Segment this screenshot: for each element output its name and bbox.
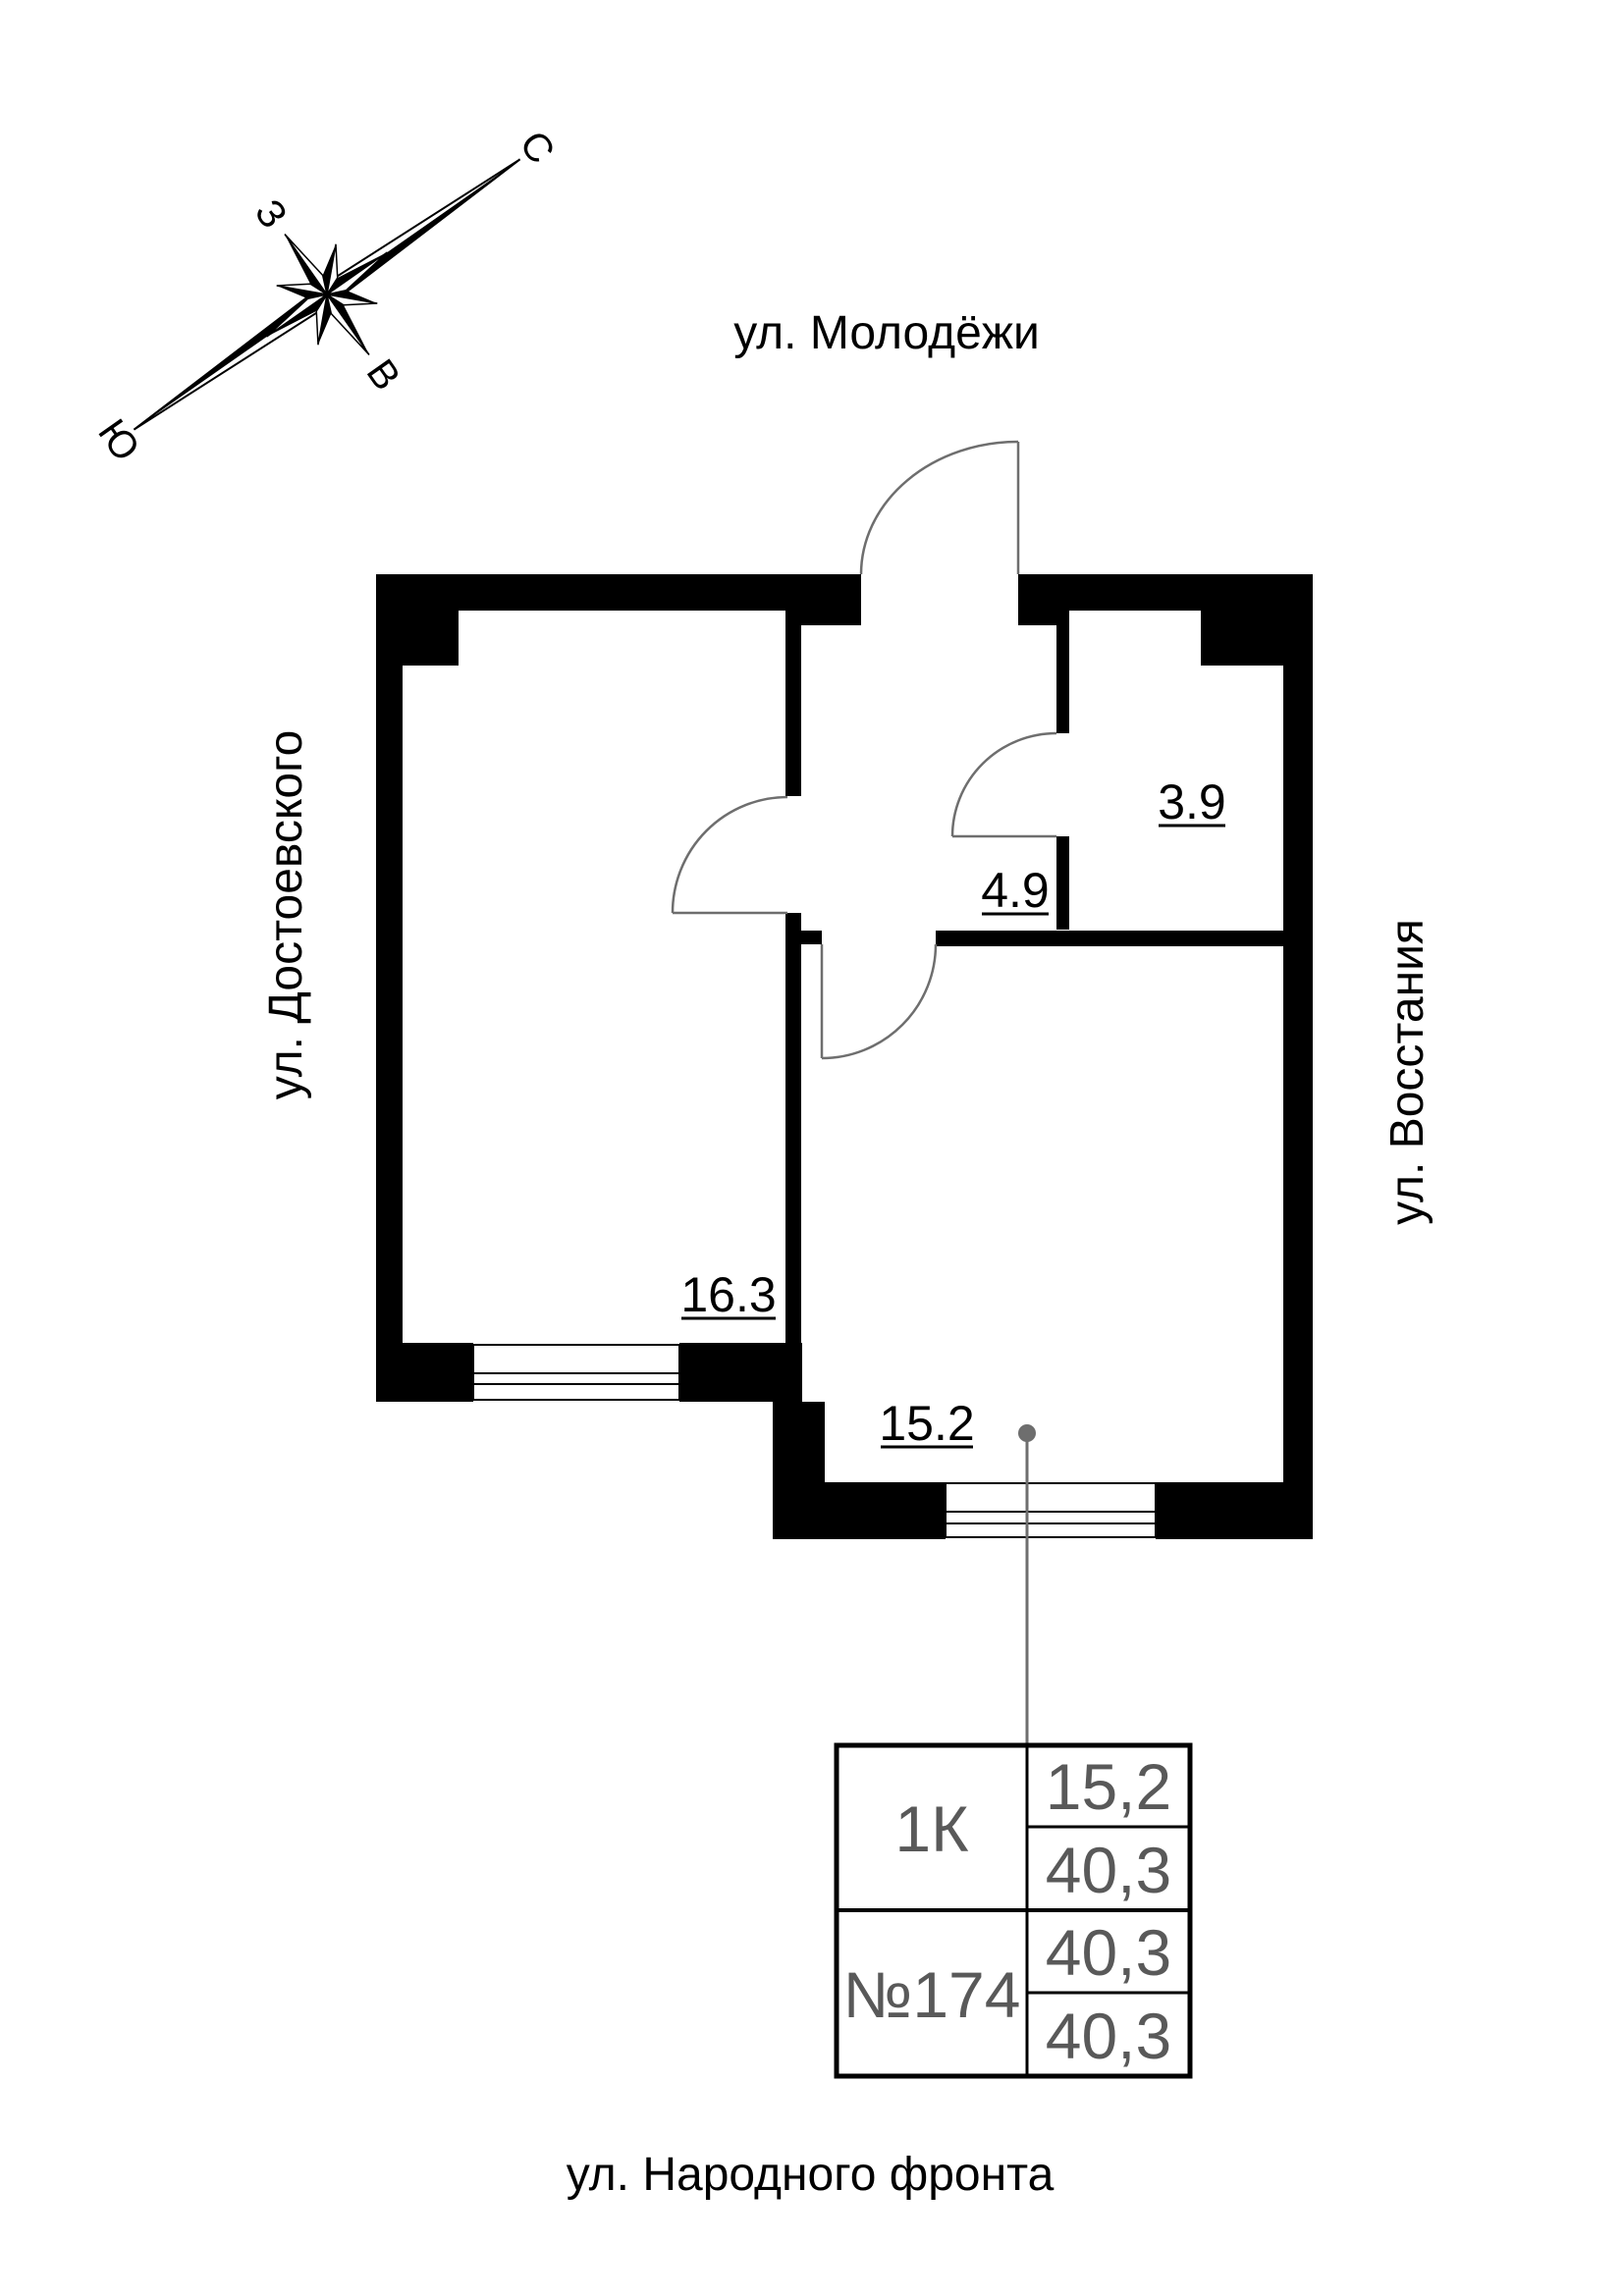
compass-north-label: С: [511, 124, 563, 172]
door-swing-arc: [671, 795, 788, 914]
apartment-info-table: 1К №174 15,2 40,3 40,3 40,3: [834, 1742, 1193, 2079]
wall-step-b: [802, 1402, 825, 1482]
wall-bottom-kitchen-b: [1156, 1482, 1313, 1539]
apartment-type: 1К: [894, 1792, 969, 1865]
street-label-left: ул. Достоевского: [260, 730, 312, 1100]
wall-left: [376, 611, 403, 1402]
compass-east-label: В: [358, 351, 408, 398]
wall-stub-hall: [800, 931, 822, 944]
table-value-area2: 40,3: [1046, 1916, 1171, 1989]
room-label-hall: 4.9: [981, 863, 1050, 918]
street-label-bottom: ул. Народного фронта: [567, 2149, 1055, 2201]
apartment-number: №174: [843, 1958, 1021, 2031]
door-swing-arc: [821, 943, 938, 1060]
compass-needle-outline: [133, 158, 521, 431]
window-frame: [945, 1482, 1157, 1538]
street-label-right: ул. Восстания: [1381, 919, 1434, 1225]
table-value-living: 15,2: [1046, 1750, 1171, 1823]
door-entrance: [859, 440, 1020, 575]
wall-partition-bath-upper: [1056, 611, 1069, 733]
room-area-value: 15.2: [879, 1396, 974, 1451]
wall-horizontal-interior: [936, 931, 1283, 946]
wall-right: [1283, 611, 1313, 1539]
wall-corner-top-left: [376, 574, 459, 666]
room-label-bathroom: 3.9: [1158, 774, 1226, 829]
door-swing-arc: [859, 440, 1019, 575]
wall-step-a: [773, 1343, 802, 1482]
door-kitchen: [820, 943, 938, 1060]
leader: [1018, 1424, 1036, 1745]
wall-partition-bath-lower: [1056, 836, 1069, 930]
street-label-top: ул. Молодёжи: [733, 307, 1040, 359]
window-kitchen: [945, 1482, 1157, 1538]
door-bathroom: [950, 731, 1057, 838]
room-area-value: 3.9: [1158, 774, 1226, 829]
wall-bottom-kitchen-a: [773, 1482, 946, 1539]
room-area-value: 4.9: [981, 863, 1050, 918]
compass-west-label: З: [246, 192, 296, 237]
door-living-room: [671, 795, 788, 915]
room-label-kitchen: 15.2: [879, 1396, 974, 1451]
wall-jamb-left: [785, 611, 861, 625]
wall-top-right: [1018, 574, 1313, 611]
wall-partition-left-upper: [785, 611, 801, 796]
compass-star-light: [266, 234, 388, 355]
door-swing-arc: [950, 731, 1057, 837]
wall-partition-left-lower: [785, 913, 801, 1343]
wall-bottom-living-a: [376, 1343, 473, 1402]
window-living-room: [472, 1344, 680, 1401]
room-label-living: 16.3: [680, 1267, 776, 1322]
table-value-total: 40,3: [1046, 2000, 1171, 2072]
compass-rose: С З В Ю: [89, 124, 563, 469]
table-value-area1: 40,3: [1046, 1834, 1171, 1906]
compass-south-label: Ю: [89, 411, 147, 468]
walls: [376, 574, 1313, 1539]
room-area-value: 16.3: [680, 1267, 776, 1322]
